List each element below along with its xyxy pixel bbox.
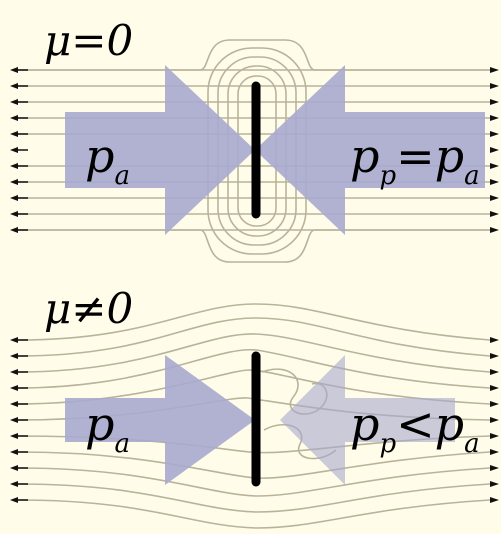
pressure-arrow-left [65, 355, 255, 485]
outflow-ticks-bottom [490, 337, 499, 503]
panel-label-viscous: μ≠0 [44, 284, 133, 333]
inflow-ticks-bottom [10, 337, 28, 503]
streamline [17, 333, 491, 373]
streamline [17, 467, 491, 497]
panel-inviscid: μ=0 pa pp=pa [10, 16, 499, 263]
panel-viscous: μ≠0 pa pp<pa [10, 284, 499, 529]
streamline [17, 483, 491, 513]
streamline [17, 317, 491, 357]
left-pressure-label: pa [85, 129, 130, 191]
pressure-arrow-right [255, 65, 485, 235]
streamline [17, 499, 491, 529]
left-pressure-label: pa [85, 397, 130, 459]
streamline [17, 303, 491, 341]
right-pressure-label: pp=pa [350, 129, 480, 191]
right-pressure-label: pp<pa [350, 397, 480, 459]
pressure-arrow-left [65, 65, 255, 235]
outflow-ticks-top [490, 67, 499, 233]
streamline [17, 348, 491, 389]
pressure-arrow-right [280, 355, 455, 485]
inflow-ticks-top [10, 67, 28, 233]
streamline [18, 39, 490, 71]
panel-label-inviscid: μ=0 [44, 16, 133, 65]
streamline [17, 369, 491, 405]
streamline [18, 229, 490, 263]
